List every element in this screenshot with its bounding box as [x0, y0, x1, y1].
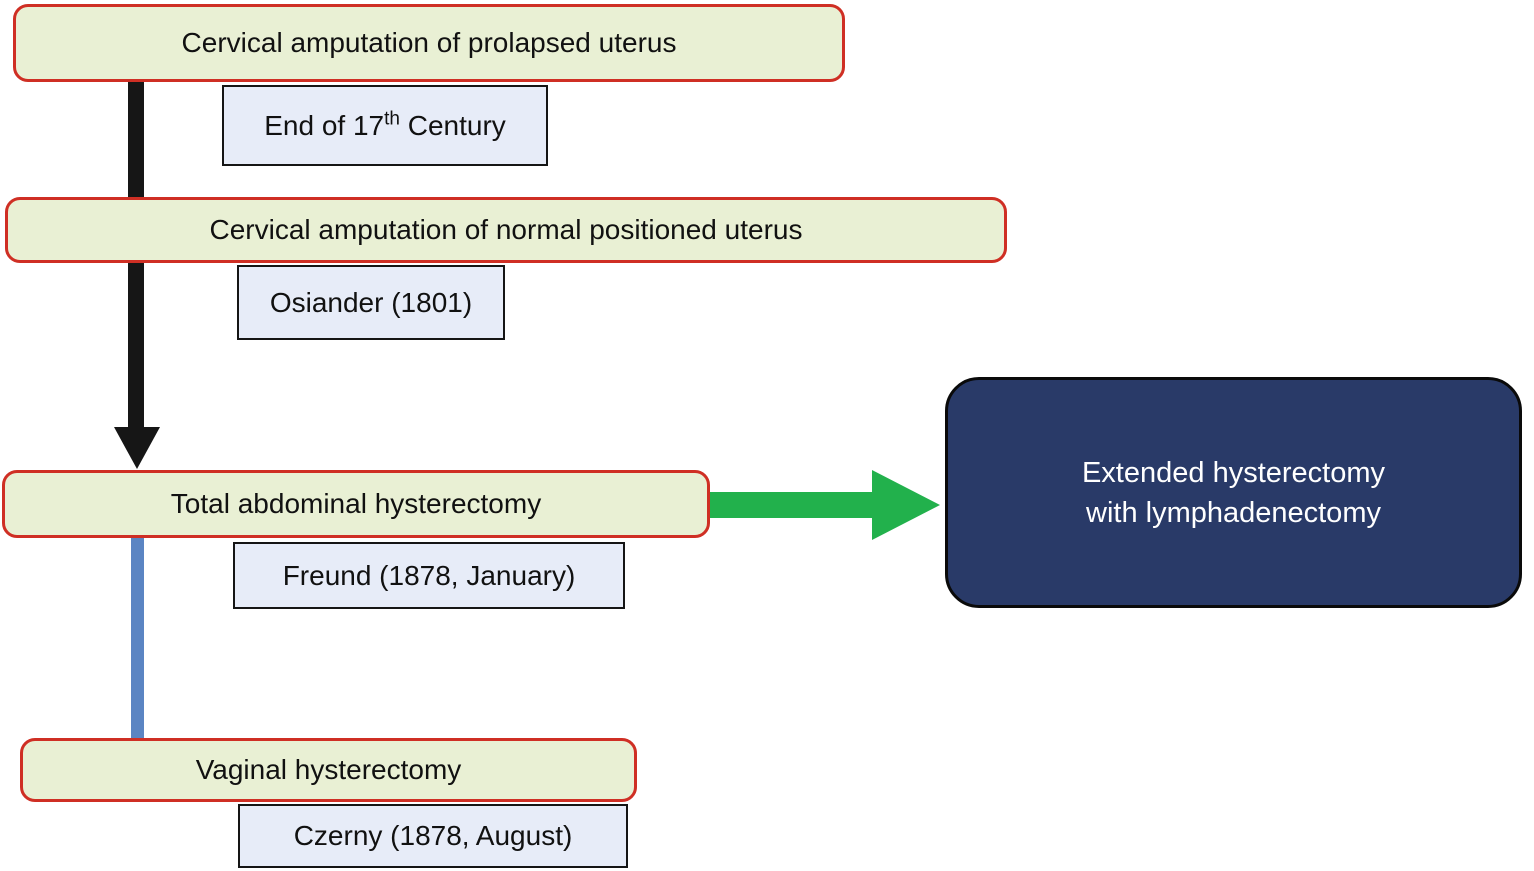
stage-box-vaginal-hysterectomy: Vaginal hysterectomy	[20, 738, 637, 802]
annotation-text: End of 17th Century	[264, 108, 506, 141]
superscript-th: th	[384, 108, 400, 130]
green-right-arrow-shaft	[706, 492, 874, 518]
green-right-arrow-icon	[872, 470, 940, 540]
extended-box-line2: with lymphadenectomy	[1086, 496, 1381, 529]
annotation-text: Czerny (1878, August)	[293, 820, 573, 851]
annotation-end-of-17th-century: End of 17th Century	[222, 85, 548, 166]
annotation-freund-1878-january: Freund (1878, January)	[233, 542, 625, 609]
stage-label: Cervical amputation of normal positioned…	[209, 214, 803, 245]
annotation-czerny-1878-august: Czerny (1878, August)	[238, 804, 628, 868]
black-down-arrow-icon	[114, 427, 160, 469]
stage-label: Vaginal hysterectomy	[195, 754, 462, 785]
stage-label: Total abdominal hysterectomy	[170, 488, 542, 519]
stage-box-cervical-amputation-normal-uterus: Cervical amputation of normal positioned…	[5, 197, 1007, 263]
stage-label: Cervical amputation of prolapsed uterus	[181, 27, 677, 58]
annotation-text: Freund (1878, January)	[282, 559, 576, 591]
annotation-text: Osiander (1801)	[269, 286, 473, 318]
extended-box-line1: Extended hysterectomy	[1081, 456, 1386, 489]
extended-hysterectomy-box: Extended hysterectomy with lymphadenecto…	[945, 377, 1522, 608]
blue-connector-line	[131, 537, 144, 739]
stage-box-total-abdominal-hysterectomy: Total abdominal hysterectomy	[2, 470, 710, 538]
annotation-osiander-1801: Osiander (1801)	[237, 265, 505, 340]
stage-box-cervical-amputation-prolapsed-uterus: Cervical amputation of prolapsed uterus	[13, 4, 845, 82]
